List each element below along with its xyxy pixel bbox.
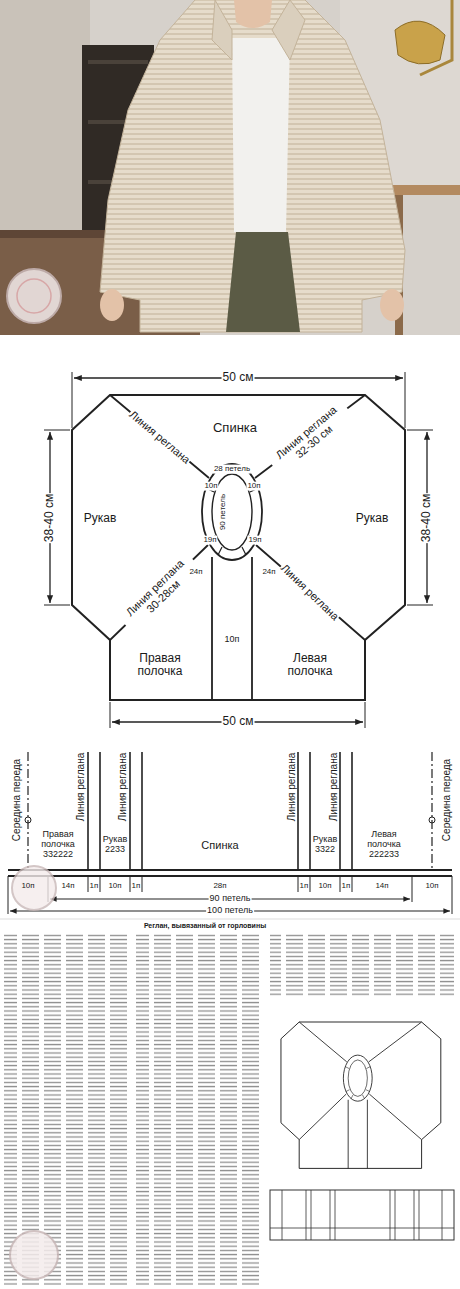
stitch-strip-part [8, 875, 452, 877]
dimension-label: 14п [375, 882, 388, 891]
dimension-label: 24п [261, 568, 276, 577]
dimension-label: 10п [318, 882, 331, 891]
raglan-pattern-part [405, 372, 406, 428]
dimension-label: 19п [247, 536, 262, 545]
dimension-label: 1п [132, 882, 141, 891]
pattern-piece: Рукав [353, 506, 392, 524]
article-page-part-part [281, 1022, 441, 1168]
dimension-label: 19п [202, 536, 217, 545]
dimension-label: 1п [300, 882, 309, 891]
strip-label: Линия реглана [75, 753, 86, 821]
dimension-label: 90 петель [219, 494, 228, 530]
article-title: Реглан, вывязанный от горловины [143, 922, 267, 930]
article-page-part [270, 1190, 454, 1240]
dimension-label: 28 петель [213, 465, 251, 474]
strip-label: Рукав 3322 [310, 835, 340, 855]
strip-label: Рукав 2233 [100, 835, 130, 855]
dimension-label: 50 см [222, 371, 255, 384]
raglan-pattern-part [365, 702, 366, 728]
dimension-label: 14п [61, 882, 74, 891]
dimension-label: 10п [225, 635, 240, 645]
photo-part [7, 269, 61, 323]
strip-label: Середина переда [11, 759, 22, 841]
pattern-piece: Правая полочка [127, 650, 193, 681]
stitch-strip-part [25, 817, 31, 823]
raglan-pattern-part [44, 430, 70, 431]
photo-part [100, 0, 405, 332]
photo [0, 0, 460, 335]
article-page-part [0, 919, 460, 920]
article-page-part [281, 1022, 441, 1168]
piece-name: Рукав [356, 512, 389, 525]
article-page-part [4, 933, 130, 1285]
dimension-label: 10п [425, 882, 438, 891]
dimension-label: 10п [21, 882, 34, 891]
pattern-piece: Левая полочка [277, 650, 343, 681]
piece-name: Левая полочка [280, 652, 340, 678]
article-page-part [136, 933, 262, 1285]
photo-part [380, 289, 404, 321]
strip-label: Правая полочка 332222 [31, 830, 85, 860]
pattern-piece: Рукав [81, 506, 120, 524]
strip-label: Левая полочка 222233 [357, 830, 411, 860]
raglan-pattern-part [72, 372, 73, 428]
strip-label: Линия реглана [286, 753, 297, 821]
dimension-label: 38-40 см [420, 493, 433, 543]
piece-name: Правая полочка [130, 652, 190, 678]
dimension-label: 24п [188, 568, 203, 577]
article-page-part [270, 1190, 454, 1240]
photo-part [226, 232, 300, 332]
dimension-label: Линия реглана 30-28см [117, 551, 201, 634]
raglan-pattern-part [407, 605, 433, 606]
dimension-label: 50 см [222, 715, 255, 728]
strip-label: Спинка [201, 839, 238, 851]
photo-part [100, 289, 124, 321]
photo-part [395, 21, 445, 64]
strip-label: Линия реглана [117, 753, 128, 821]
raglan-pattern-part [110, 702, 111, 728]
article-page-part [270, 933, 454, 997]
raglan-pattern-part [407, 430, 433, 431]
dimension-label: 10п [246, 482, 261, 491]
photo-part [88, 60, 148, 64]
strip-label: Линия реглана [328, 753, 339, 821]
stitch-strip-part [12, 866, 56, 910]
stitch-strip-part [28, 752, 432, 870]
photo-part [212, 0, 305, 60]
raglan-pattern-part [72, 395, 405, 700]
dimension-label: 10п [203, 482, 218, 491]
dimension-label: Линия реглана [278, 561, 342, 623]
photo-part [234, 0, 272, 28]
article-page-part [10, 1231, 58, 1279]
dimension-label: 90 петель [209, 894, 252, 904]
dimension-label: 1п [342, 882, 351, 891]
dimension-label: 38-40 см [43, 493, 56, 543]
stitch-strip-part [429, 817, 435, 823]
stitch-strip-part [8, 869, 452, 871]
dimension-label: Линия реглана [126, 408, 193, 467]
strip-label: Середина переда [441, 759, 452, 841]
pattern-piece: Спинка [210, 416, 261, 435]
photo-part [232, 38, 290, 232]
piece-name: Рукав [84, 512, 117, 525]
raglan-pattern [44, 372, 433, 728]
dimension-label: 1п [90, 882, 99, 891]
dimension-label: 100 петель [206, 906, 254, 916]
dimension-label: Линия реглана 32-30 см [266, 398, 354, 477]
photo-part [17, 279, 51, 313]
stitch-strip [8, 752, 452, 914]
article-page [0, 919, 460, 1285]
dimension-label: 10п [108, 882, 121, 891]
stitch-strip-part [88, 752, 352, 870]
photo-part [0, 0, 460, 335]
dimension-label: 28п [213, 882, 226, 891]
piece-name: Спинка [213, 421, 257, 435]
raglan-pattern-part [44, 605, 70, 606]
